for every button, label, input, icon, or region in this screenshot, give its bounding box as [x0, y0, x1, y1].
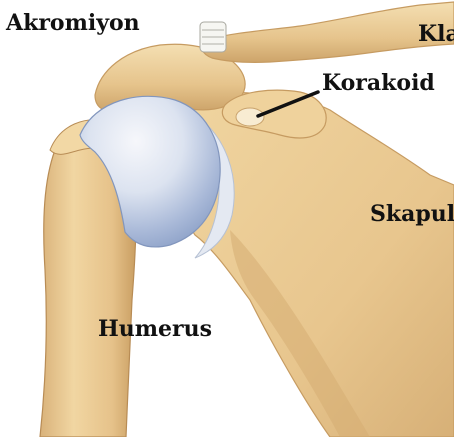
clavicle-bone	[201, 2, 454, 62]
label-clavicle: Kla	[418, 21, 454, 47]
label-scapula: Skapul	[370, 201, 454, 227]
ac-joint-ligament	[200, 22, 226, 52]
label-humerus: Humerus	[98, 316, 212, 342]
label-coracoid: Korakoid	[322, 70, 435, 96]
label-acromion: Akromiyon	[5, 10, 140, 36]
